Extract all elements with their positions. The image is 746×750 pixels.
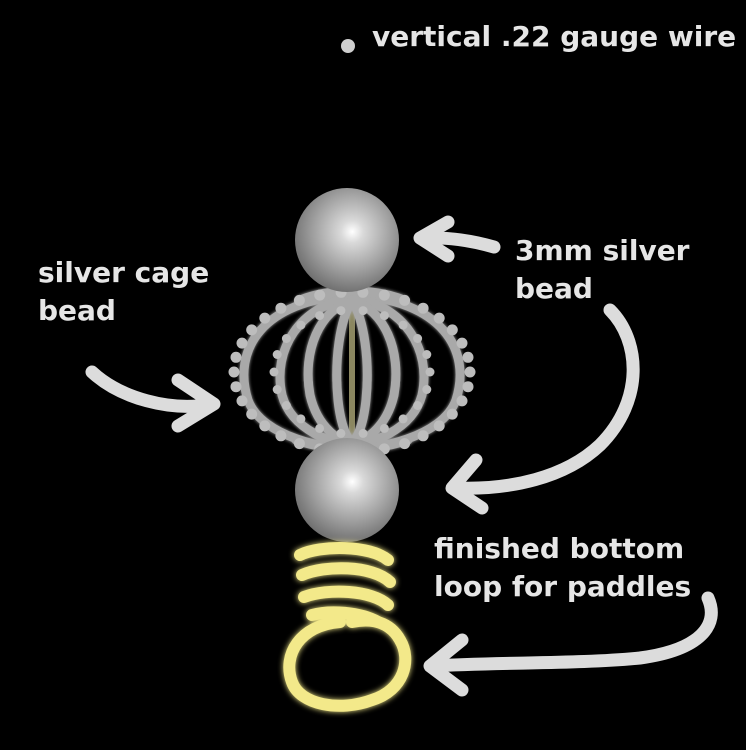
cage-granule: [336, 306, 346, 316]
cage-granule: [293, 294, 305, 306]
cage-granule: [462, 351, 474, 363]
cage-granule: [296, 320, 306, 330]
cage-granule: [228, 366, 240, 378]
cage-granule: [246, 324, 258, 336]
cage-granule: [379, 311, 389, 321]
bottom-wire-loop: [283, 542, 412, 712]
cage-granule: [269, 367, 279, 377]
cage-granule: [281, 334, 291, 343]
cage-granule: [378, 289, 390, 301]
cage-granule: [230, 351, 242, 363]
cage-granule: [446, 324, 458, 336]
bottom-loop-label-line1: finished bottom: [434, 532, 685, 565]
cage-granule: [456, 337, 468, 349]
cage-granule: [336, 428, 346, 438]
bottom-loop-label-line2: loop for paddles: [434, 570, 692, 603]
cage-granule: [456, 395, 468, 407]
cage-granule: [464, 366, 476, 378]
cage-granule: [417, 302, 429, 314]
cage-granule: [272, 350, 282, 359]
cage-granule: [296, 414, 306, 424]
cage-granule: [399, 294, 411, 306]
cage-granule: [433, 312, 445, 324]
cage-granule: [293, 438, 305, 450]
cage-granule: [446, 408, 458, 420]
cage-granule: [379, 423, 389, 433]
cage-granule: [358, 428, 368, 438]
cage-granule: [314, 289, 326, 301]
cage-granule: [422, 385, 432, 394]
arrow-to-cage-bead: [85, 365, 221, 433]
silver-bead-bottom: [295, 438, 399, 542]
cage-granule: [275, 302, 287, 314]
arrow-to-bottom-bead: [445, 303, 640, 515]
cage-granule: [433, 420, 445, 432]
cage-bead-granules: [228, 286, 476, 458]
cage-granule: [315, 311, 325, 321]
cage-granule: [399, 438, 411, 450]
cage-granule: [272, 385, 282, 394]
cage-granule: [413, 401, 423, 410]
cage-bead-label-line2: bead: [38, 294, 116, 327]
cage-granule: [315, 423, 325, 433]
cage-granule: [422, 350, 432, 359]
silver-bead-label-line2: bead: [515, 272, 593, 305]
arrow-to-bottom-loop: [423, 591, 718, 697]
cage-granule: [398, 320, 408, 330]
cage-granule: [230, 381, 242, 393]
cage-granule: [413, 334, 423, 343]
cage-granule: [259, 420, 271, 432]
cage-granule: [246, 408, 258, 420]
cage-granule: [398, 414, 408, 424]
cage-granule: [275, 430, 287, 442]
cage-granule: [259, 312, 271, 324]
bottom-loop-label: finished bottom loop for paddles: [434, 530, 691, 606]
wire-label-text: vertical .22 gauge wire: [372, 20, 737, 53]
silver-bead-label-line1: 3mm silver: [515, 234, 690, 267]
cage-granule: [425, 367, 435, 377]
cage-bead-label-line1: silver cage: [38, 256, 210, 289]
cage-granule: [236, 337, 248, 349]
arrow-to-top-bead: [413, 215, 501, 263]
cage-granule: [236, 395, 248, 407]
cage-granule: [281, 401, 291, 410]
wire-tip: [341, 39, 355, 53]
cage-bead-label: silver cage bead: [38, 254, 209, 330]
silver-bead-label: 3mm silver bead: [515, 232, 690, 308]
cage-granule: [358, 306, 368, 316]
cage-granule: [417, 430, 429, 442]
silver-cage-bead: [239, 286, 465, 454]
wire-label: vertical .22 gauge wire: [372, 18, 736, 56]
silver-bead-top: [295, 188, 399, 292]
cage-granule: [462, 381, 474, 393]
